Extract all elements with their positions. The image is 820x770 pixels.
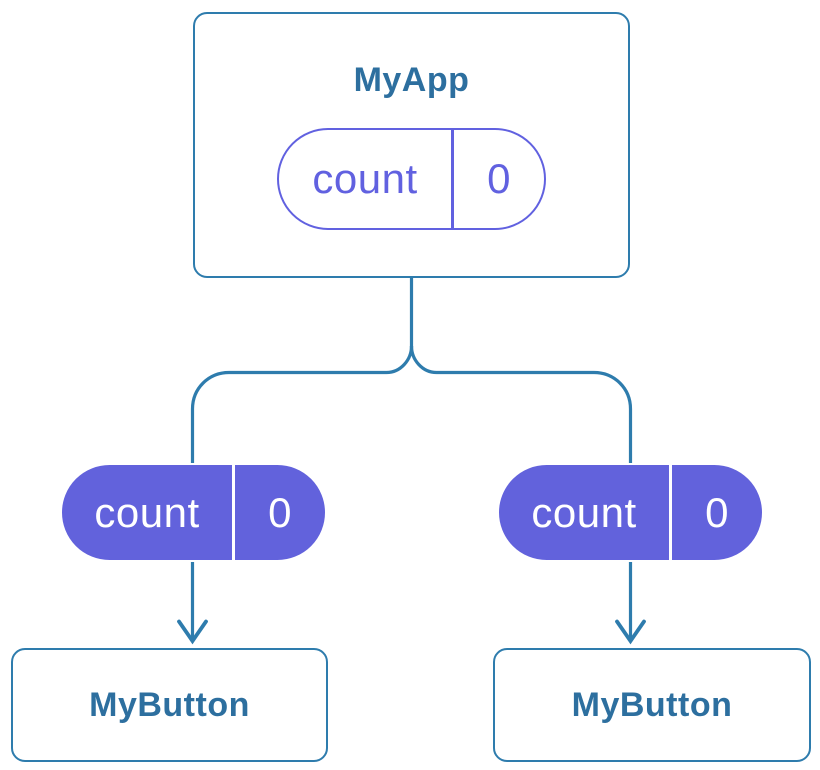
state-pill-divider <box>451 130 454 228</box>
prop-pill-label: count <box>94 488 200 536</box>
mybutton-title: MyButton <box>571 686 733 724</box>
myapp-title: MyApp <box>353 61 470 99</box>
myapp-card: MyApp count 0 <box>193 12 630 278</box>
right-branch-line <box>409 345 633 640</box>
prop-pill-divider <box>669 465 672 560</box>
left-mybutton-card: MyButton <box>11 648 328 762</box>
state-pill-label: count <box>312 155 418 202</box>
prop-pill-value: 0 <box>705 488 729 536</box>
left-branch-line <box>190 345 414 640</box>
right-arrow-head <box>615 619 646 645</box>
left-prop-pill: count 0 <box>60 463 327 562</box>
state-pill-value: 0 <box>487 155 511 202</box>
right-mybutton-card: MyButton <box>493 648 811 762</box>
prop-pill-value: 0 <box>268 488 292 536</box>
prop-pill-label: count <box>531 488 637 536</box>
prop-pill-divider <box>232 465 235 560</box>
mybutton-title: MyButton <box>89 686 250 724</box>
myapp-state-pill: count 0 <box>277 128 546 230</box>
left-arrow-head <box>177 619 208 645</box>
right-prop-pill: count 0 <box>497 463 764 562</box>
